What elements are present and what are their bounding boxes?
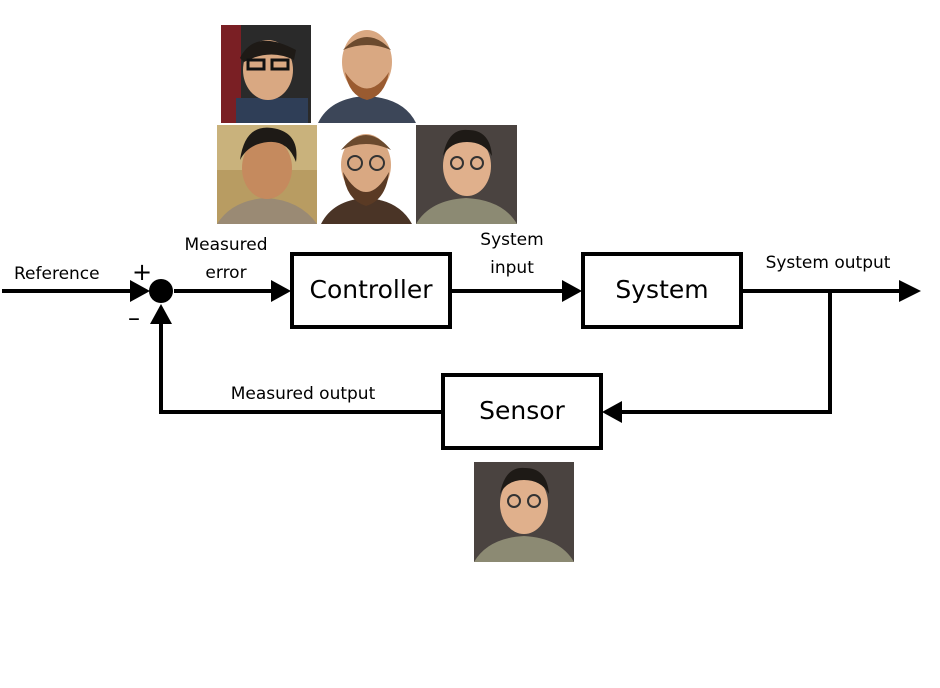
summing-junction [149, 279, 173, 303]
system-label: System [615, 275, 708, 304]
system-block: System [581, 252, 743, 329]
controller-block: Controller [290, 252, 452, 329]
measured-error-label-line1: Measured [184, 235, 267, 255]
measured-output-label: Measured output [231, 384, 376, 404]
system-input-label-line2: input [490, 258, 534, 278]
system-input-label-line1: System [480, 230, 543, 250]
signal-lines [2, 280, 921, 423]
minus-sign: – [128, 304, 140, 332]
person-photo-2 [318, 25, 416, 123]
person-photo-5 [416, 125, 517, 224]
plus-sign: + [132, 258, 152, 286]
sensor-label: Sensor [479, 396, 565, 425]
reference-label: Reference [14, 264, 100, 284]
person-photo-3 [217, 125, 317, 224]
person-photo-6 [474, 462, 574, 562]
system-output-label: System output [766, 253, 891, 273]
measured-error-label-line2: error [205, 263, 246, 283]
sensor-block: Sensor [441, 373, 603, 450]
controller-label: Controller [310, 275, 434, 304]
person-photo-4 [321, 125, 412, 224]
person-photo-1 [221, 25, 311, 123]
